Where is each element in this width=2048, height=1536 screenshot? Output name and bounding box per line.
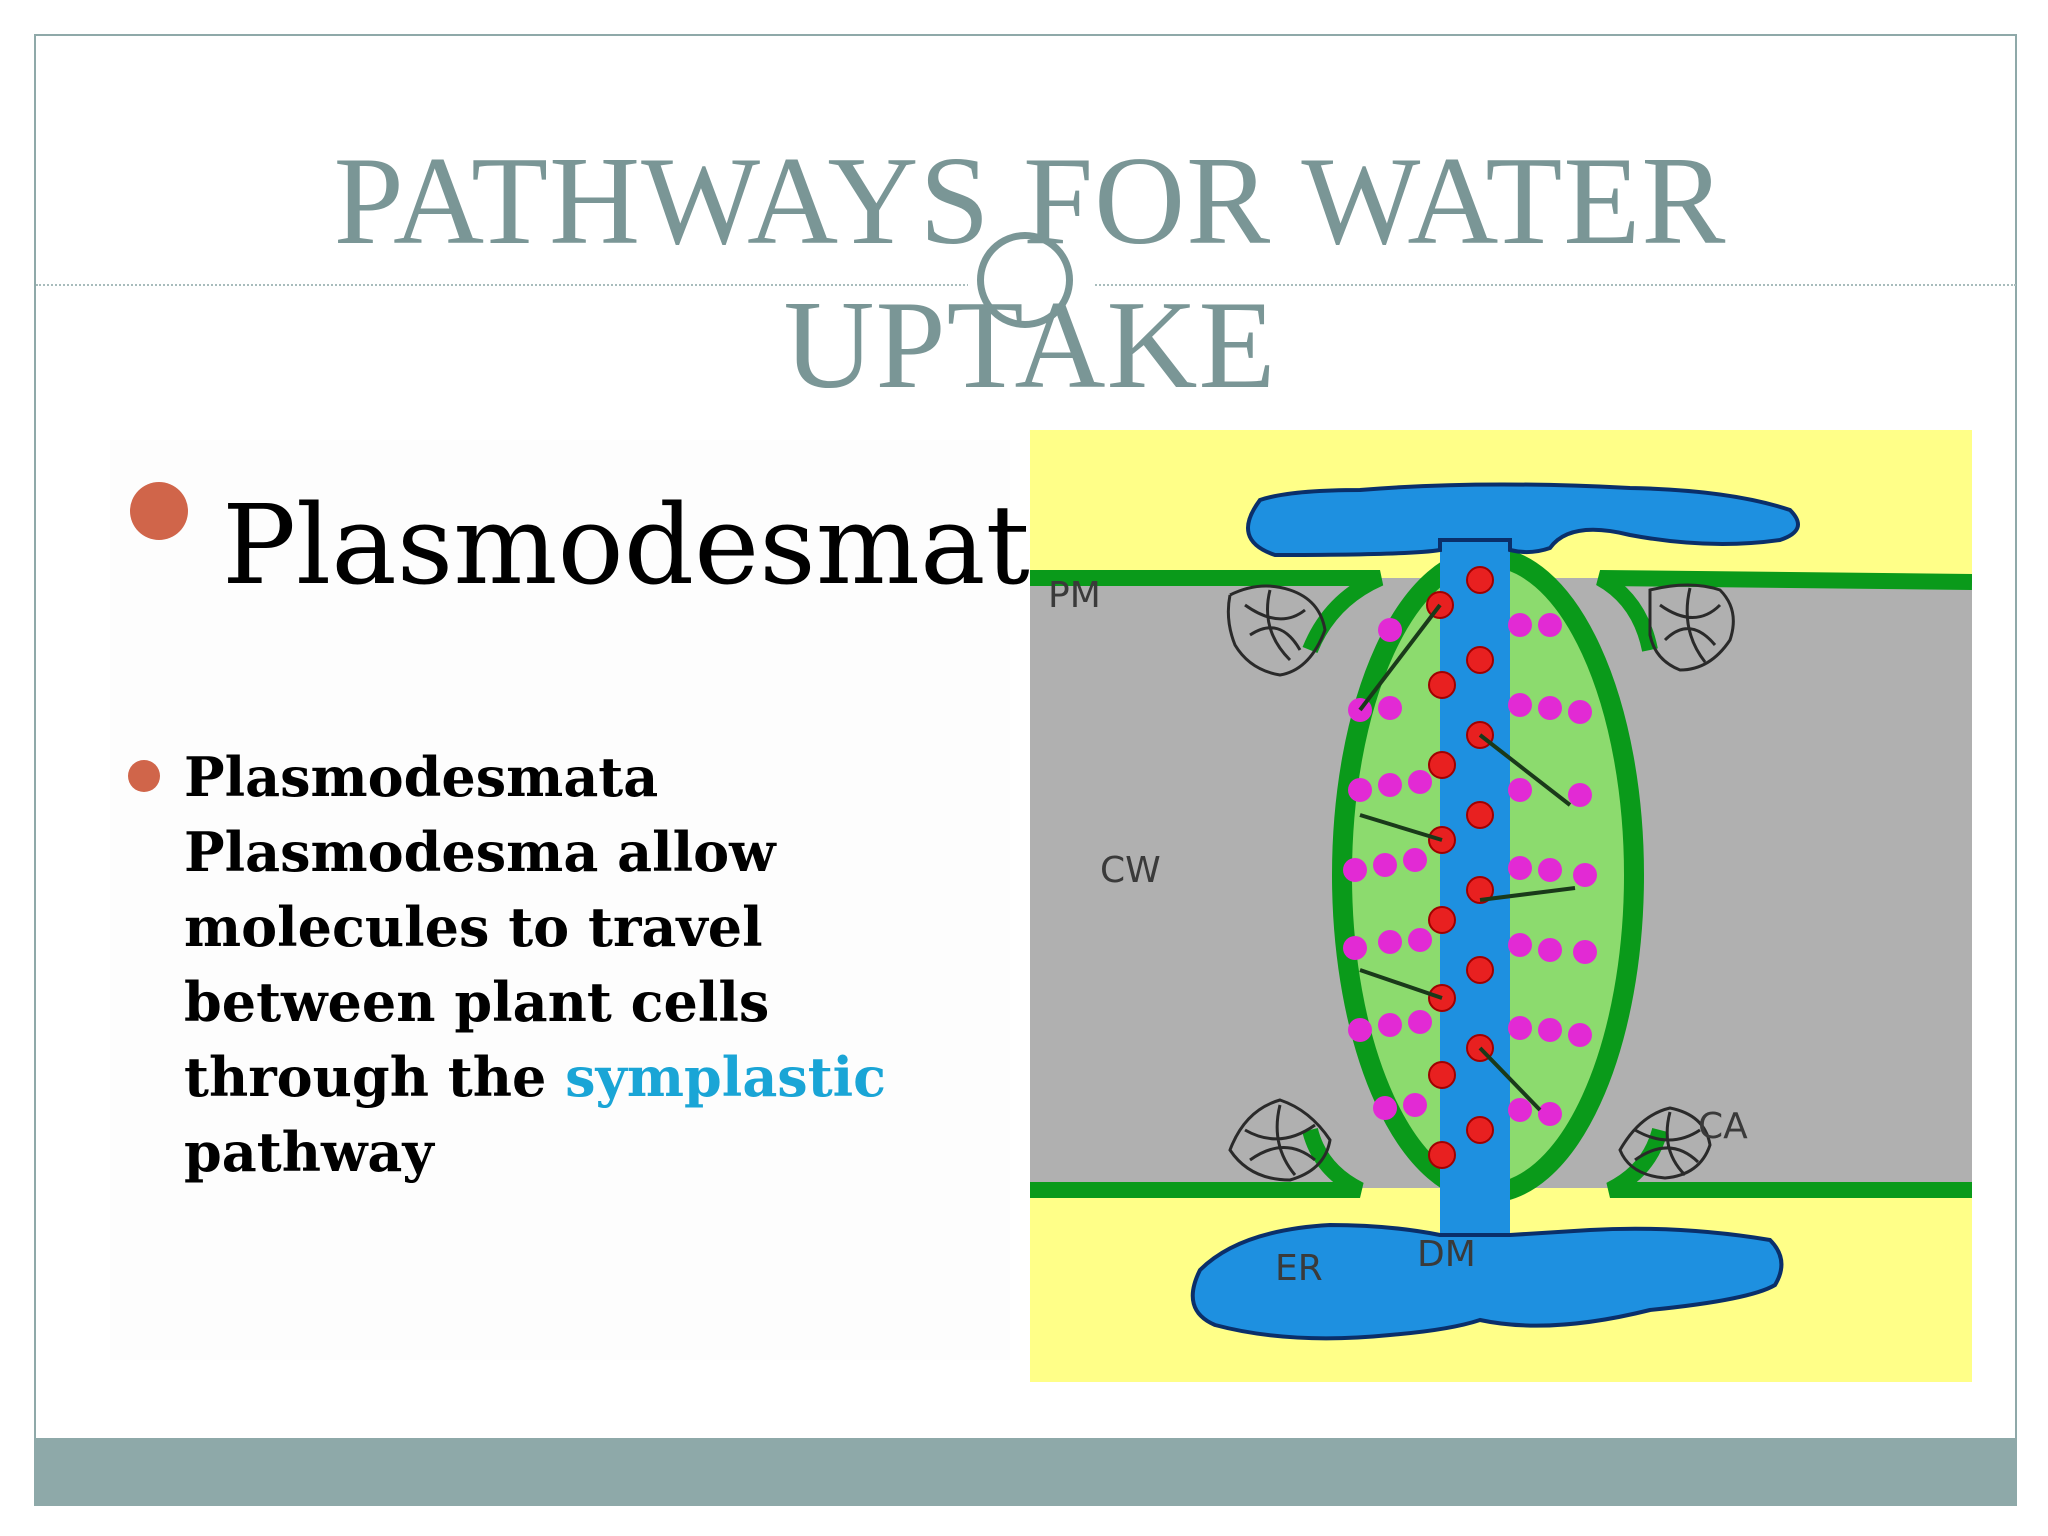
label-pm: PM <box>1048 575 1101 616</box>
red-protein <box>1428 906 1456 934</box>
spoke-lines <box>1358 603 1576 1112</box>
callose-deposit <box>1618 1106 1712 1180</box>
label-er: ER <box>1275 1248 1323 1289</box>
callose-deposit <box>1226 584 1327 677</box>
er-cisterna-bottom <box>1190 1222 1784 1341</box>
label-ca: CA <box>1698 1106 1748 1147</box>
bullet-sub-text-start: Plasmodesmata Plasmodesma allow molecule… <box>184 745 776 1109</box>
label-dm: DM <box>1417 1234 1476 1275</box>
bullet-sub-text-end: pathway <box>184 1120 434 1184</box>
magenta-particles <box>1343 613 1597 1126</box>
red-protein <box>1466 1116 1494 1144</box>
red-protein <box>1428 671 1456 699</box>
red-protein <box>1466 876 1494 904</box>
plasma-membrane-top <box>1030 570 1972 654</box>
title-circle-ornament <box>977 232 1073 328</box>
footer-bar <box>34 1438 2017 1506</box>
bullet-dot-icon <box>128 760 160 792</box>
callose-deposit <box>1228 1098 1332 1182</box>
highlight-term: symplastic <box>565 1045 887 1109</box>
red-protein <box>1466 956 1494 984</box>
red-protein <box>1428 1141 1456 1169</box>
content-panel <box>110 440 1010 1360</box>
er-cisterna-top <box>1246 482 1800 558</box>
callose-deposit <box>1648 583 1735 672</box>
red-protein <box>1428 1061 1456 1089</box>
red-protein <box>1428 751 1456 779</box>
plasmodesmata-diagram: PM CW CA ER DM <box>1030 430 1972 1382</box>
bullet-dot-icon <box>130 482 188 540</box>
bullet-main-text: Plasmodesmata <box>222 481 1096 609</box>
red-protein <box>1466 646 1494 674</box>
label-cw: CW <box>1100 850 1161 891</box>
callose-deposits <box>1226 583 1735 1182</box>
bullet-sub-text: Plasmodesmata Plasmodesma allow molecule… <box>184 740 1004 1190</box>
red-protein <box>1466 566 1494 594</box>
red-protein <box>1466 801 1494 829</box>
